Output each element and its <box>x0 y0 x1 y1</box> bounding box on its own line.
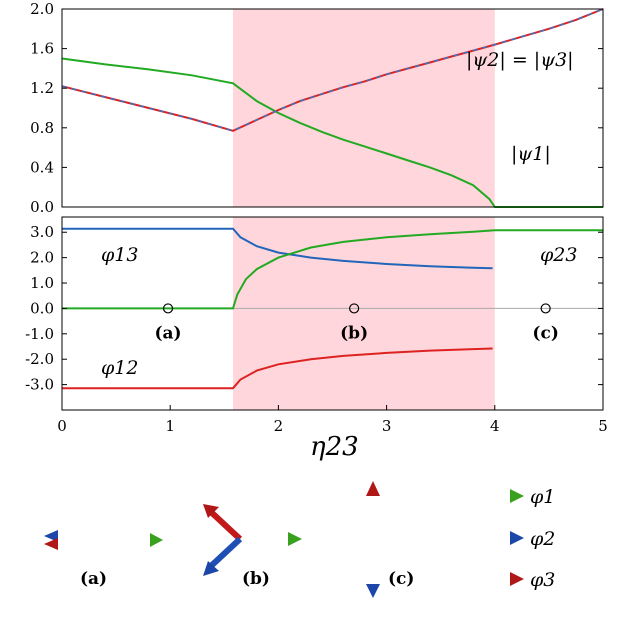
marker-label-c: (c) <box>532 323 558 343</box>
top-frame <box>61 8 604 208</box>
phi3-arrowhead-c <box>366 481 380 496</box>
legend-phi2-arrowhead <box>510 531 524 545</box>
diagram-legend: φ1 φ2 φ3 <box>466 486 555 591</box>
y-tick-label: 2.0 <box>30 249 54 267</box>
phi3-arrowhead-a <box>44 538 58 550</box>
legend-phi3-label: φ3 <box>530 569 555 591</box>
phi1-arrowhead-b <box>288 532 302 546</box>
y-tick-label: -2.0 <box>25 350 54 368</box>
y-tick-label: 0.0 <box>30 299 54 317</box>
series-line-12 <box>62 347 493 390</box>
series-line-1 <box>61 57 603 208</box>
phi3-arrowhead-b <box>203 504 219 518</box>
diagram-label-b: (b) <box>242 569 270 589</box>
diagram-label-a: (a) <box>80 569 107 589</box>
bottom-panel: -3.0 -2.0 -1.0 0.0 1.0 2.0 3.0 0 1 2 3 4 5 (a) (b) (c… <box>25 216 608 462</box>
y-tick-label: 2.0 <box>30 0 54 18</box>
psi1-annotation: |ψ1| <box>511 143 551 165</box>
legend-phi2-label: φ2 <box>530 528 555 550</box>
y-tick-label: 3.0 <box>30 223 54 241</box>
x-tick-label: 5 <box>598 417 608 435</box>
phi1-arrowhead-a <box>150 533 163 547</box>
y-tick-label: 1.2 <box>30 79 54 97</box>
diagram-label-c: (c) <box>388 569 414 589</box>
marker-c <box>540 303 551 314</box>
x-tick-label: 3 <box>382 417 392 435</box>
top-shaded-region <box>232 9 495 207</box>
legend-phi1-arrowhead <box>510 489 524 503</box>
series-line-23 <box>62 229 603 310</box>
y-tick-label: 0.0 <box>30 198 54 216</box>
phi2-arrowhead-b <box>203 561 219 576</box>
phi2-arrowhead-c <box>366 584 380 598</box>
y-tick-label: 1.6 <box>30 40 54 58</box>
diagram-a: (a) <box>44 530 163 589</box>
phi2-arrowhead-a <box>44 530 58 542</box>
y-tick-label: 0.4 <box>30 158 54 176</box>
marker-b <box>349 303 360 314</box>
bottom-shaded-region <box>232 217 495 410</box>
x-tick-label: 1 <box>165 417 175 435</box>
x-tick-label: 4 <box>490 417 500 435</box>
phi3-arrow-b <box>208 509 243 542</box>
bottom-frame <box>61 216 604 411</box>
x-axis-label: η23 <box>310 432 359 462</box>
y-tick-label: -1.0 <box>25 325 54 343</box>
marker-label-a: (a) <box>154 323 181 343</box>
phi2-arrow-b <box>208 536 243 569</box>
marker-label-b: (b) <box>340 323 368 343</box>
top-panel: 0.0 0.4 0.8 1.2 1.6 2.0 |ψ2| = |ψ3| |ψ1| <box>30 0 604 216</box>
series-line-overlay-2-3 <box>61 8 604 132</box>
x-tick-label: 2 <box>274 417 284 435</box>
y-tick-label: -3.0 <box>25 376 54 394</box>
phase-diagram: (a) (b) (c) φ1 φ2 <box>44 481 555 598</box>
diagram-b: (b) <box>203 504 302 589</box>
phi23-annotation: φ23 <box>540 244 577 266</box>
legend-phi3-arrowhead <box>510 572 524 586</box>
y-tick-label: 1.0 <box>30 274 54 292</box>
phi12-annotation: φ12 <box>101 357 138 379</box>
psi23-annotation: |ψ2| = |ψ3| <box>466 49 574 71</box>
diagram-c: (c) <box>366 481 414 598</box>
legend-phi1-label: φ1 <box>530 486 555 508</box>
marker-a <box>162 303 174 314</box>
phi13-annotation: φ13 <box>101 244 138 266</box>
series-line-13 <box>62 227 493 270</box>
y-tick-label: 0.8 <box>30 119 54 137</box>
x-tick-label: 0 <box>57 417 67 435</box>
